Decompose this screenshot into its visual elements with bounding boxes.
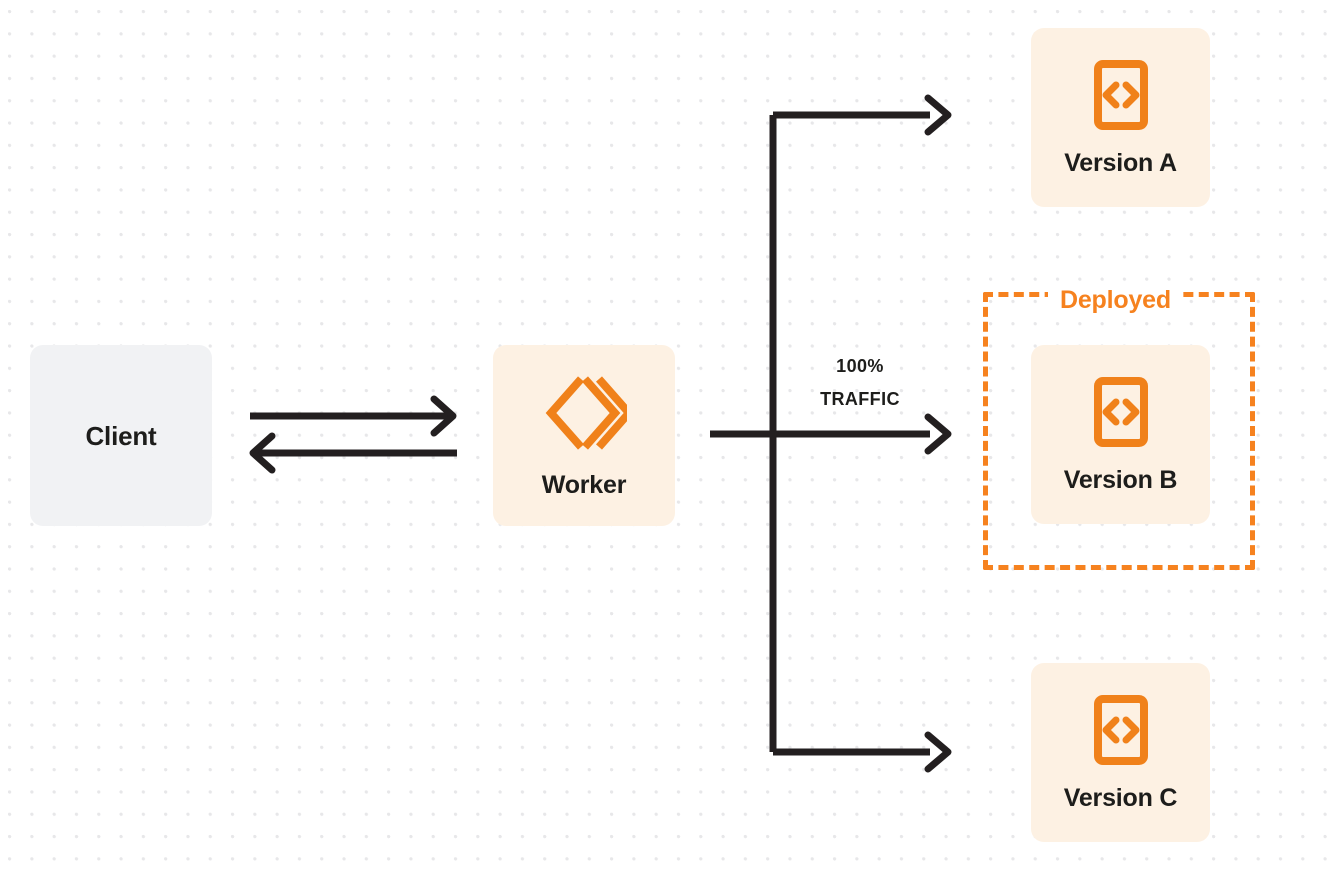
node-version-c-label: Version C bbox=[1063, 784, 1178, 812]
edge-worker-to-version-c bbox=[773, 731, 952, 773]
deployed-badge: Deployed bbox=[1048, 285, 1183, 315]
edge-client-to-worker bbox=[250, 395, 457, 437]
node-version-c[interactable]: Version C bbox=[1031, 663, 1210, 842]
traffic-word: TRAFFIC bbox=[820, 389, 900, 409]
node-client[interactable]: Client bbox=[30, 345, 212, 526]
node-client-label: Client bbox=[85, 420, 157, 451]
edge-worker-to-version-a bbox=[773, 94, 952, 136]
cloudflare-workers-logo-icon bbox=[541, 373, 635, 453]
node-worker[interactable]: Worker bbox=[493, 345, 675, 526]
node-version-a-label: Version A bbox=[1064, 149, 1177, 177]
code-file-icon bbox=[1093, 376, 1149, 448]
code-file-icon bbox=[1093, 694, 1149, 766]
code-file-icon bbox=[1093, 59, 1149, 131]
deployed-group-outline bbox=[983, 292, 1255, 570]
edge-worker-to-client bbox=[249, 432, 457, 474]
node-version-b[interactable]: Version B bbox=[1031, 345, 1210, 524]
node-version-a[interactable]: Version A bbox=[1031, 28, 1210, 207]
traffic-percent: 100% bbox=[836, 356, 884, 376]
node-version-b-label: Version B bbox=[1063, 466, 1178, 494]
traffic-annotation: 100% TRAFFIC bbox=[790, 350, 930, 416]
edge-worker-trunk bbox=[710, 115, 900, 752]
edge-worker-to-version-b bbox=[773, 413, 952, 455]
node-worker-label: Worker bbox=[541, 471, 627, 499]
